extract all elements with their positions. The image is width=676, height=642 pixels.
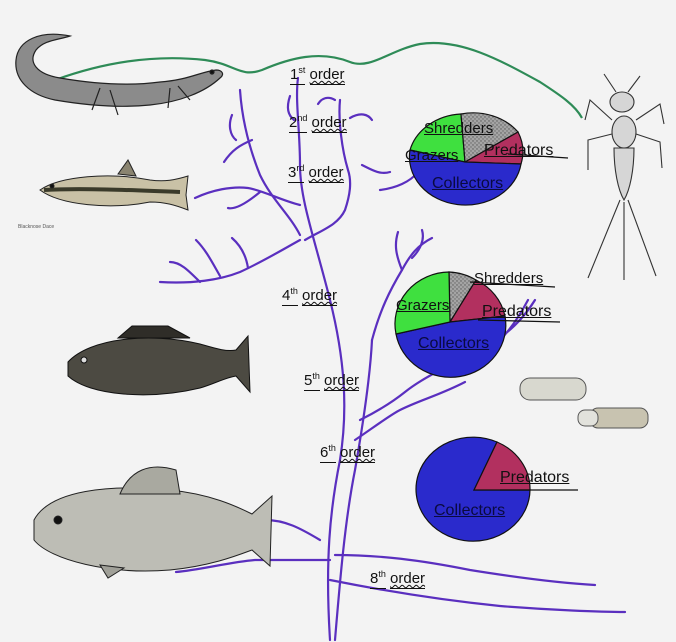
pie3-predators-label: Predators [500, 470, 569, 486]
pie1-grazers-label: Grazers [405, 148, 458, 163]
pie3-collectors-label: Collectors [434, 503, 505, 519]
pie2-grazers-label: Grazers [396, 298, 449, 313]
first-order-label: 1st order [290, 66, 345, 82]
third-order-label: 3rd order [288, 164, 344, 180]
dace-fish-icon [40, 160, 188, 210]
mayfly-nymph-icon [585, 74, 664, 280]
pie1-collectors-label: Collectors [432, 176, 503, 192]
second-order-label: 2nd order [289, 114, 347, 130]
fifth-order-label: 5th order [304, 372, 359, 388]
pie-chart-river [416, 437, 578, 541]
pie2-predators-label: Predators [482, 304, 551, 320]
fourth-order-label: 4th order [282, 287, 337, 303]
bass-fish-icon [68, 326, 250, 395]
eighth-order-label: 8th order [370, 570, 425, 586]
dace-caption: Blacknose Dace [18, 224, 54, 230]
pie1-predators-label: Predators [484, 143, 553, 159]
sixth-order-label: 6th order [320, 444, 375, 460]
pie2-collectors-label: Collectors [418, 336, 489, 352]
pie2-shredders-label: Shredders [474, 271, 543, 286]
pie1-shredders-label: Shredders [424, 121, 493, 136]
salamander-icon [16, 34, 223, 115]
pie-chart-midreach [395, 272, 560, 377]
caddis-case-icon [520, 378, 648, 428]
